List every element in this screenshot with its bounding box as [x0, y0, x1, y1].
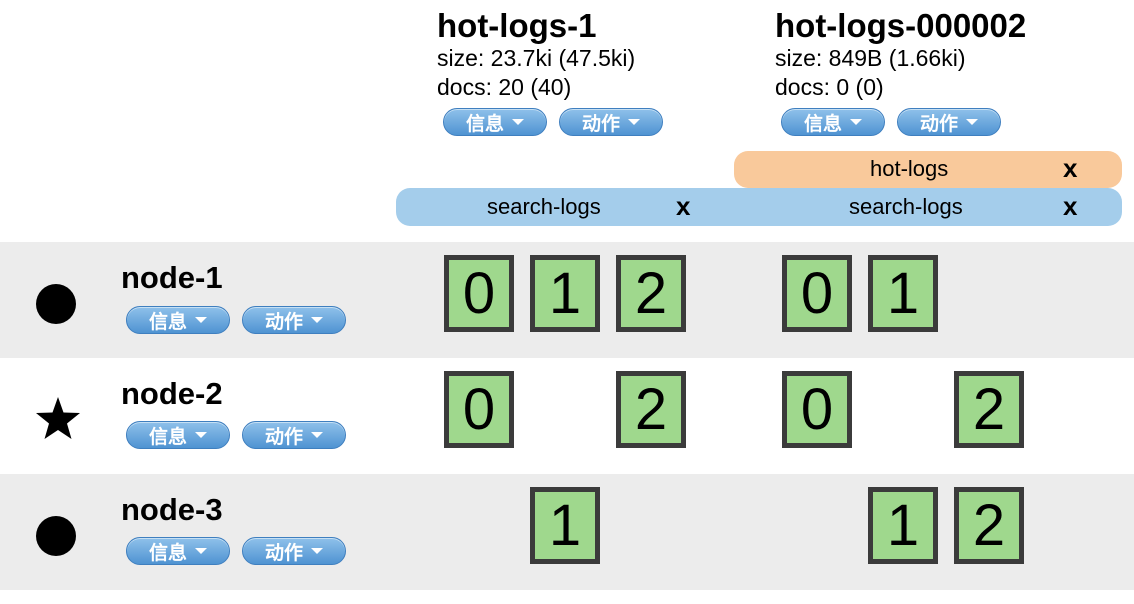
node-info-button[interactable]: 信息 — [126, 306, 230, 334]
alias-label-search-logs: search-logs — [849, 194, 963, 219]
alias-label-hot-logs: hot-logs — [870, 156, 949, 181]
caret-down-icon — [195, 317, 207, 323]
remove-alias-search-logs-button[interactable]: x — [1063, 191, 1078, 221]
remove-alias-search-logs-button[interactable]: x — [676, 191, 691, 221]
index-name: hot-logs-1 — [437, 7, 597, 44]
shard-box[interactable]: 0 — [782, 371, 852, 448]
action-label: 动作 — [581, 113, 620, 135]
alias-label-search-logs: search-logs — [487, 194, 601, 219]
caret-down-icon — [311, 548, 323, 554]
shard-box[interactable]: 1 — [868, 255, 938, 332]
action-label: 动作 — [264, 311, 303, 333]
caret-down-icon — [311, 317, 323, 323]
index-action-button[interactable]: 动作 — [897, 108, 1001, 136]
node-info-button[interactable]: 信息 — [126, 421, 230, 449]
node-action-button[interactable]: 动作 — [242, 537, 346, 565]
shard-box[interactable]: 0 — [782, 255, 852, 332]
node-name: node-1 — [121, 260, 223, 295]
index-size: size: 23.7ki (47.5ki) — [437, 45, 636, 71]
shard-box[interactable]: 0 — [444, 255, 514, 332]
index-action-button[interactable]: 动作 — [559, 108, 663, 136]
circle-icon — [36, 284, 76, 324]
caret-down-icon — [311, 432, 323, 438]
action-label: 动作 — [264, 542, 303, 564]
index-header-hot-logs-000002: hot-logs-000002 size: 849B (1.66ki) docs… — [775, 8, 1026, 136]
alias-bar-search-logs — [396, 188, 1122, 226]
info-label: 信息 — [148, 311, 187, 333]
node-name: node-2 — [121, 376, 223, 411]
info-label: 信息 — [148, 542, 187, 564]
index-name: hot-logs-000002 — [775, 7, 1027, 44]
node-info-button[interactable]: 信息 — [126, 537, 230, 565]
index-docs: docs: 20 (40) — [437, 74, 572, 100]
star-icon — [35, 396, 81, 440]
caret-down-icon — [195, 548, 207, 554]
alias-bar-hot-logs — [734, 151, 1122, 188]
node-name: node-3 — [121, 492, 223, 527]
caret-down-icon — [850, 119, 862, 125]
index-header-hot-logs-1: hot-logs-1 size: 23.7ki (47.5ki) docs: 2… — [437, 8, 663, 136]
circle-icon — [36, 516, 76, 556]
caret-down-icon — [195, 432, 207, 438]
index-size: size: 849B (1.66ki) — [775, 45, 966, 71]
action-label: 动作 — [919, 113, 958, 135]
index-info-button[interactable]: 信息 — [443, 108, 547, 136]
index-info-button[interactable]: 信息 — [781, 108, 885, 136]
remove-alias-hot-logs-button[interactable]: x — [1063, 153, 1078, 183]
shard-box[interactable]: 1 — [868, 487, 938, 564]
shard-box[interactable]: 0 — [444, 371, 514, 448]
node-action-button[interactable]: 动作 — [242, 421, 346, 449]
info-label: 信息 — [803, 113, 842, 135]
info-label: 信息 — [148, 426, 187, 448]
shard-box[interactable]: 2 — [954, 371, 1024, 448]
info-label: 信息 — [465, 113, 504, 135]
index-docs: docs: 0 (0) — [775, 74, 884, 100]
caret-down-icon — [966, 119, 978, 125]
shard-box[interactable]: 1 — [530, 487, 600, 564]
shard-box[interactable]: 2 — [616, 371, 686, 448]
caret-down-icon — [512, 119, 524, 125]
action-label: 动作 — [264, 426, 303, 448]
caret-down-icon — [628, 119, 640, 125]
shard-box[interactable]: 2 — [954, 487, 1024, 564]
shard-box[interactable]: 2 — [616, 255, 686, 332]
node-action-button[interactable]: 动作 — [242, 306, 346, 334]
shard-box[interactable]: 1 — [530, 255, 600, 332]
